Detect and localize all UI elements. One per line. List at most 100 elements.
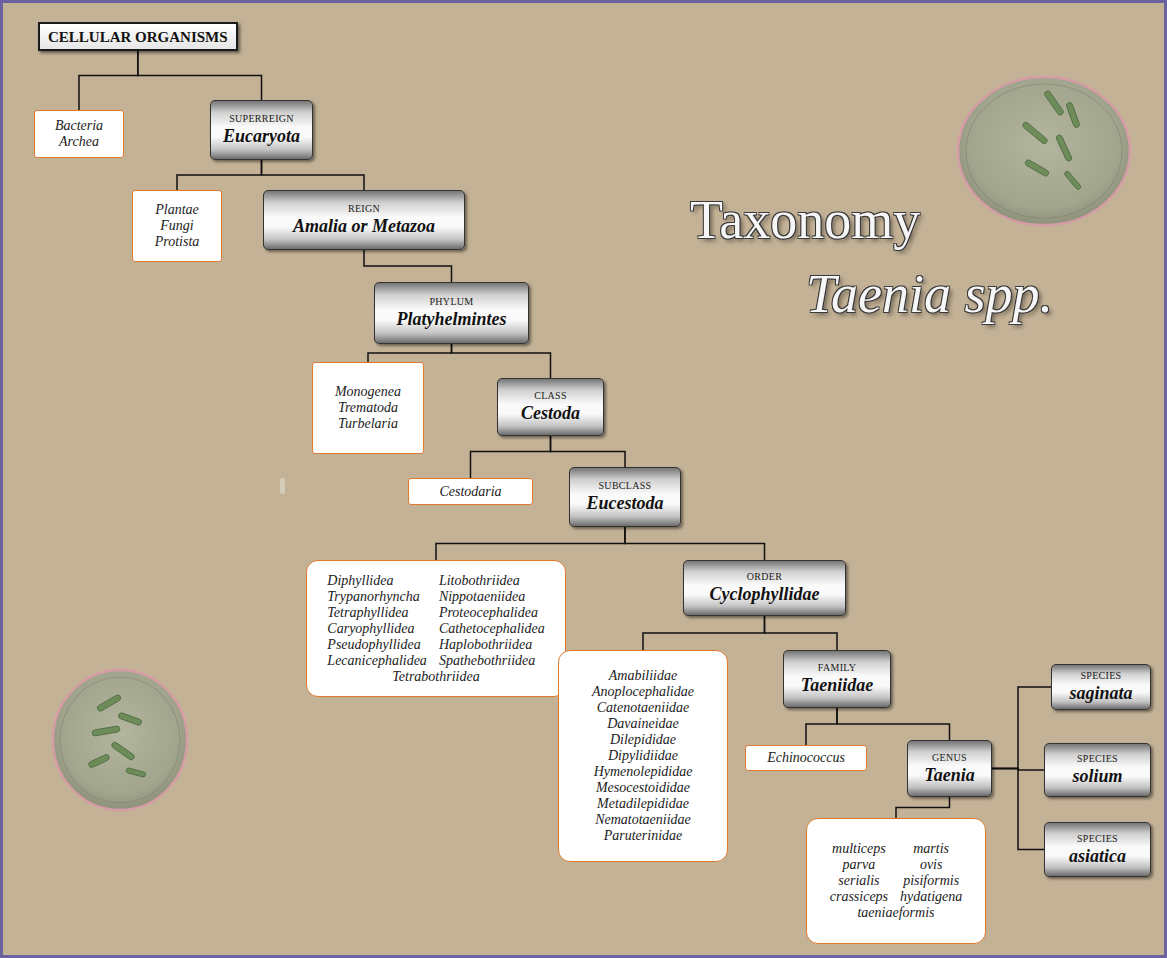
taxon-item: Lecanicephalidea (327, 653, 427, 669)
taxon-list-box: Diphyllidea LitobothriideaTrypanorhyncha N… (306, 560, 566, 697)
taxon-item: Pseudophyllidea (327, 637, 420, 653)
egg-illustration (958, 77, 1130, 225)
taxon-item: Nematotaeniidae (595, 812, 691, 828)
taxon-item: parva (843, 857, 876, 873)
taxon-item: Nippotaeniidea (439, 589, 525, 605)
rank-label: SUPERREIGN (229, 113, 294, 125)
taxon-name: Eucestoda (586, 492, 663, 514)
egg-hooks (1022, 90, 1082, 191)
taxon-item: Diphyllidea (327, 573, 393, 589)
tree-connector (896, 797, 950, 818)
taxon-item: Anoplocephalidae (592, 684, 694, 700)
taxon-item: Proteocephalidea (439, 605, 538, 621)
egg-shell (958, 77, 1130, 225)
rank-label: REIGN (348, 203, 380, 215)
tree-connector (368, 344, 452, 362)
taxon-name: saginata (1069, 682, 1132, 704)
rank-label: GENUS (932, 752, 967, 764)
taxon-item: Plantae (155, 202, 199, 218)
rank-label: SPECIES (1080, 670, 1121, 682)
root-box: CELLULAR ORGANISMS (38, 22, 238, 51)
tree-connector (262, 160, 364, 190)
rank-label: SPECIES (1077, 833, 1118, 845)
taxon-item: crassiceps (830, 889, 888, 905)
taxon-name: Amalia or Metazoa (293, 215, 435, 237)
taxon-item: Dilepididae (610, 732, 676, 748)
taxon-item: Dipylidiidae (608, 748, 678, 764)
tree-connector (806, 708, 837, 745)
taxon-name: Taenia (924, 764, 974, 786)
taxon-item: Bacteria (55, 118, 103, 134)
taxon-item: ovis (920, 857, 943, 873)
taxon-name: Cestoda (521, 402, 580, 424)
tree-connector (625, 527, 765, 560)
rank-box: SUPERREIGNEucaryota (210, 100, 313, 160)
tree-connector (837, 708, 950, 740)
rank-label: PHYLUM (429, 296, 473, 308)
taxon-item: martis (913, 841, 949, 857)
diagram-title: Taxonomy (690, 190, 920, 250)
taxon-item: Caryophyllidea (327, 621, 414, 637)
tree-connector (452, 344, 551, 378)
taxon-item: Tetraphyllidea (327, 605, 408, 621)
tree-connector (992, 769, 1044, 850)
rank-box: CLASSCestoda (497, 378, 604, 436)
taxon-item: Litobothriidea (439, 573, 520, 589)
tree-connector (551, 436, 626, 467)
rank-box: GENUSTaenia (907, 740, 992, 797)
taxon-item: Monogenea (335, 384, 401, 400)
taxon-item: Trypanorhyncha (327, 589, 419, 605)
tree-connector (79, 51, 138, 110)
rank-label: SUBCLASS (599, 480, 652, 492)
tree-connector (471, 436, 551, 478)
taxon-list-box: multicepsmartisparvaovisserialispisiform… (806, 818, 986, 944)
taxon-name: solium (1072, 765, 1122, 787)
root-label: CELLULAR ORGANISMS (48, 28, 228, 46)
tree-connector (992, 687, 1051, 769)
taxon-item: Fungi (160, 218, 193, 234)
taxon-item: Turbelaria (338, 416, 398, 432)
taxon-item: Hymenolepididae (594, 764, 693, 780)
taxon-item: Protista (155, 234, 200, 250)
egg-membrane (966, 84, 1122, 218)
taxon-item: taeniaeformis (857, 905, 934, 921)
rank-label: CLASS (534, 390, 567, 402)
egg-illustration (53, 670, 187, 810)
taxon-item: Haplobothriidea (439, 637, 532, 653)
rank-box: SPECIESasiatica (1044, 822, 1151, 877)
tree-connector (177, 160, 262, 190)
taxon-item: Cestodaria (439, 484, 501, 500)
taxon-item: serialis (838, 873, 879, 889)
rank-label: SPECIES (1077, 753, 1118, 765)
rank-box: SUBCLASSEucestoda (569, 467, 681, 527)
taxon-item: Cathetocephalidea (439, 621, 545, 637)
tree-connector (436, 527, 625, 560)
taxon-item: Mesocestoididae (596, 780, 690, 796)
taxon-item: pisiformis (903, 873, 959, 889)
taxon-name: Eucaryota (223, 125, 300, 147)
egg-membrane (60, 677, 180, 803)
taxon-item: Metadilepididae (597, 796, 689, 812)
rank-label: FAMILY (818, 662, 856, 674)
taxon-item: Amabiliidae (609, 668, 677, 684)
taxon-list-box: AmabiliidaeAnoplocephalidaeCatenotaeniid… (558, 650, 728, 862)
taxon-item: Paruterinidae (604, 828, 683, 844)
tree-connector (364, 250, 452, 282)
rank-box: SPECIESsaginata (1051, 664, 1151, 710)
egg-hooks (88, 694, 146, 778)
taxon-item: Tetrabothriidea (392, 669, 479, 685)
egg-shell (53, 670, 187, 810)
rank-label: ORDER (747, 571, 782, 583)
taxon-item: Spathebothriidea (439, 653, 535, 669)
taxon-list-box: BacteriaArchea (34, 110, 124, 158)
taxon-name: Taeniidae (801, 674, 873, 696)
taxon-item: Echinococcus (767, 750, 845, 766)
rank-box: FAMILYTaeniidae (783, 650, 891, 708)
debris-speck (280, 478, 285, 494)
rank-box: SPECIESsolium (1044, 743, 1151, 797)
rank-box: PHYLUMPlatyhelmintes (374, 282, 529, 344)
taxon-list-box: Cestodaria (408, 478, 533, 505)
